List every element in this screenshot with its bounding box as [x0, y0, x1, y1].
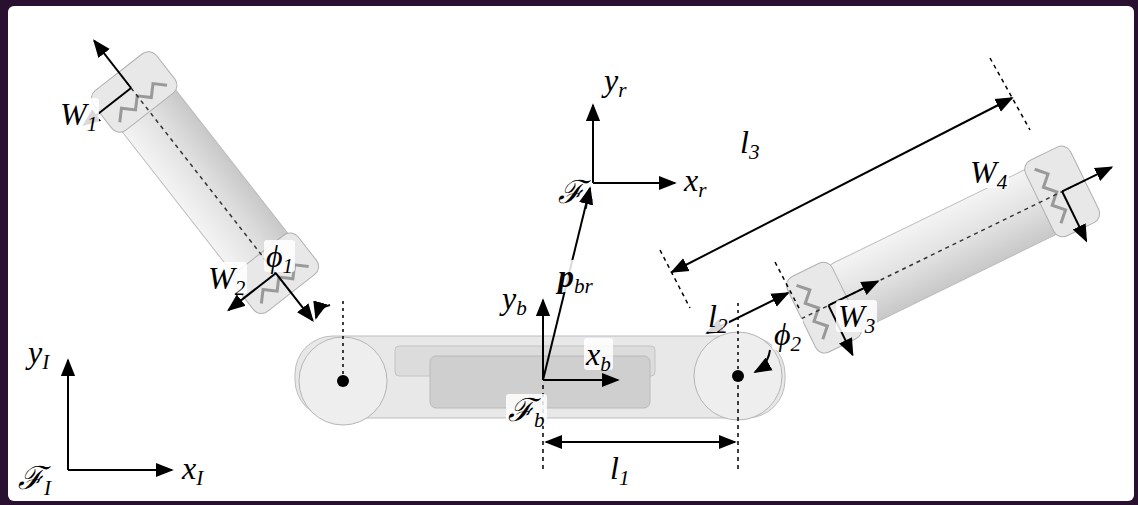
math-label: ℱr	[556, 176, 594, 208]
math-label: ϕ1	[264, 240, 295, 272]
math-label: yI	[26, 336, 51, 368]
math-label: ϕ2	[772, 318, 803, 350]
math-label: yr	[602, 64, 628, 96]
math-label: ℱb	[506, 394, 547, 426]
math-label: W4	[968, 156, 1009, 188]
math-label: l1	[608, 452, 631, 484]
math-label: W2	[206, 262, 247, 294]
math-label: W3	[836, 300, 877, 332]
left-leg	[47, 16, 344, 357]
math-label: W1	[58, 98, 99, 130]
right-leg	[783, 130, 1136, 368]
math-label: xb	[584, 338, 613, 370]
math-label: yb	[500, 282, 529, 314]
math-label: xI	[180, 452, 205, 484]
math-label: l3	[738, 126, 761, 158]
math-label: xr	[682, 164, 708, 196]
math-label: pbr	[556, 260, 595, 292]
math-label: ℱI	[16, 462, 53, 494]
math-label: l2	[706, 300, 729, 332]
